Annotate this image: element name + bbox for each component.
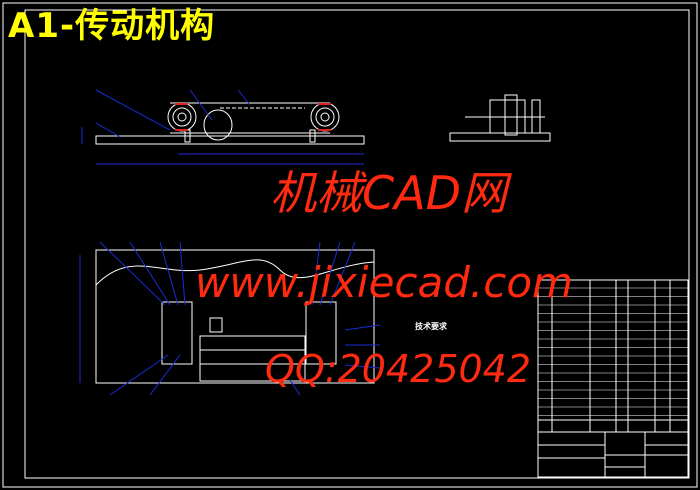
side-view: [449, 94, 551, 142]
title-block: [537, 431, 689, 478]
watermark-site-name: 机械CAD网: [270, 166, 508, 220]
watermark-qq: QQ:20425042: [265, 347, 532, 391]
front-view: [95, 102, 365, 145]
parts-list-rows: [538, 287, 688, 416]
watermark-url: www.jixiecad.com: [195, 258, 573, 307]
inner-frame: [24, 9, 690, 479]
leader-lines: [79, 241, 381, 396]
plan-view: [95, 249, 375, 384]
drawing-title: A1-传动机构: [8, 6, 216, 46]
red-marks: [175, 103, 331, 131]
dimension-lines: [81, 89, 364, 165]
tech-requirements-heading: 技术要求: [415, 322, 447, 331]
